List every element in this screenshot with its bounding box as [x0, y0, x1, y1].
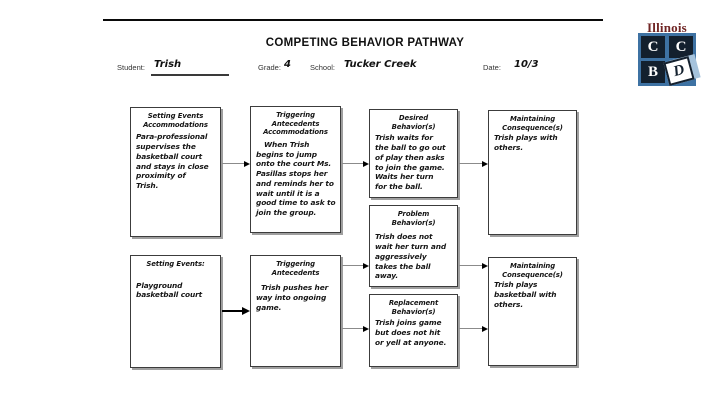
student-label: Student: — [117, 63, 145, 72]
box-body: When Trish begins to jump onto the court… — [256, 139, 336, 218]
box-title: Triggering Antecedents Accommodations — [263, 111, 328, 137]
box-maintaining-consequences-top: Maintaining Consequence(s) Trish plays w… — [488, 110, 577, 235]
box-title: Triggering Antecedents — [271, 260, 320, 277]
arrow-line — [342, 163, 363, 164]
arrow-head-icon — [363, 160, 369, 167]
box-problem-behaviors: Problem Behavior(s) Trish does not wait … — [369, 205, 458, 287]
box-title: Maintaining Consequence(s) — [502, 262, 563, 279]
arrow-setting-to-triggering — [222, 305, 250, 316]
ccbd-logo: C C B D — [638, 33, 701, 86]
box-body: Trish plays with others. — [494, 133, 558, 153]
box-title: Maintaining Consequence(s) — [502, 115, 563, 132]
box-body: Para-professional supervises the basketb… — [136, 132, 209, 191]
grade-value: 4 — [284, 59, 291, 70]
arrow-setting-acc-to-triggering-acc — [222, 159, 250, 168]
box-body: Trish plays basketball with others. — [494, 280, 557, 309]
arrow-head-icon — [482, 325, 488, 332]
arrow-line — [342, 265, 363, 266]
box-triggering-antecedents-accommodations: Triggering Antecedents Accommodations Wh… — [250, 106, 341, 233]
box-title: Desired Behavior(s) — [391, 114, 436, 131]
date-value: 10/3 — [514, 59, 539, 70]
box-title: Setting Events: — [146, 260, 205, 268]
box-title: Setting Events Accommodations — [143, 112, 208, 129]
arrow-line — [459, 265, 482, 266]
arrow-problem-to-maintaining-bottom — [459, 261, 488, 270]
ccbd-letter-c2: C — [669, 36, 693, 58]
arrow-line — [222, 309, 242, 312]
arrow-head-icon — [363, 325, 369, 332]
date-label: Date: — [483, 63, 501, 72]
arrow-head-icon — [244, 160, 250, 167]
arrow-head-icon — [482, 160, 488, 167]
arrow-line — [459, 163, 482, 164]
ccbd-letter-b: B — [641, 61, 665, 83]
arrow-line — [222, 163, 244, 164]
arrow-line — [342, 328, 363, 329]
box-setting-events-accommodations: Setting Events Accommodations Para-profe… — [130, 107, 221, 237]
student-underline — [151, 74, 229, 76]
box-replacement-behaviors: Replacement Behavior(s) Trish joins game… — [369, 294, 458, 367]
arrow-head-icon — [482, 262, 488, 269]
box-body: Trish joins game but does not hit or yel… — [375, 318, 447, 347]
student-value: Trish — [154, 59, 182, 70]
arrow-replacement-to-maintaining-bottom — [459, 324, 488, 333]
arrow-head-icon — [242, 306, 250, 315]
arrow-line — [459, 328, 482, 329]
box-title: Problem Behavior(s) — [391, 210, 436, 227]
box-maintaining-consequences-bottom: Maintaining Consequence(s) Trish plays b… — [488, 257, 577, 366]
box-body: Playground basketball court — [136, 280, 203, 300]
school-label: School: — [310, 63, 336, 72]
page-title: COMPETING BEHAVIOR PATHWAY — [265, 37, 465, 49]
arrow-head-icon — [363, 262, 369, 269]
box-desired-behaviors: Desired Behavior(s) Trish waits for the … — [369, 109, 458, 198]
box-setting-events: Setting Events: Playground basketball co… — [130, 255, 221, 368]
illinois-logo-text: Illinois — [647, 20, 687, 35]
box-body: Trish does not wait her turn and aggress… — [375, 232, 447, 281]
ccbd-letter-c1: C — [641, 36, 665, 58]
school-value: Tucker Creek — [344, 59, 417, 70]
box-title: Replacement Behavior(s) — [388, 299, 439, 316]
grade-label: Grade: — [258, 63, 281, 72]
box-triggering-antecedents: Triggering Antecedents Trish pushes her … — [250, 255, 341, 367]
header-rule — [103, 19, 603, 21]
arrow-triggering-to-replacement — [342, 324, 369, 333]
arrow-triggering-to-problem — [342, 261, 369, 270]
box-body: Trish pushes her way into ongoing game. — [256, 283, 329, 312]
box-body: Trish waits for the ball to go out of pl… — [375, 133, 446, 192]
arrow-triggering-acc-to-desired — [342, 159, 369, 168]
arrow-desired-to-maintaining-top — [459, 159, 488, 168]
